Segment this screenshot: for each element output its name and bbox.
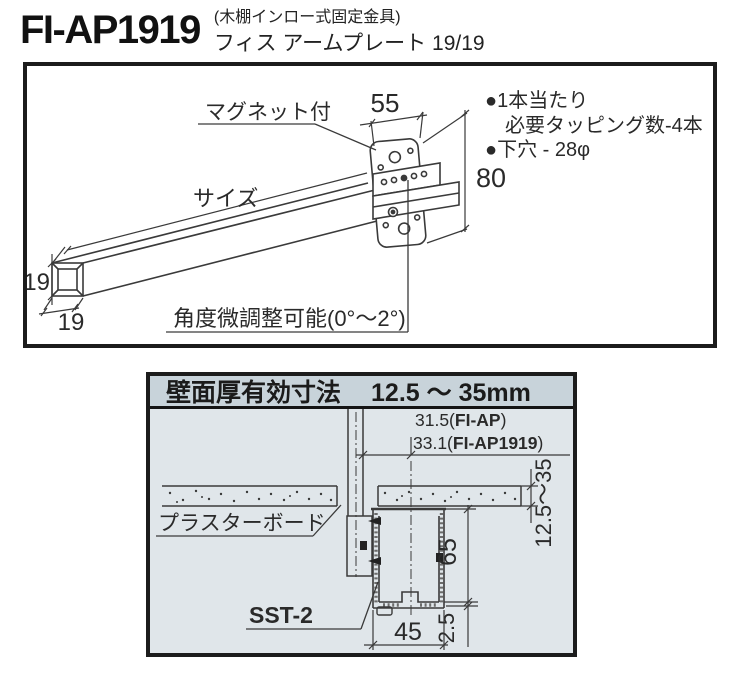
dim-b-value: 33.1( — [413, 433, 453, 453]
dim-offset-fiap1919: 33.1(FI-AP1919) — [413, 433, 543, 453]
dim-19v-label: 19 — [27, 269, 50, 296]
dim-19h-label: 19 — [58, 309, 85, 336]
arm-tube — [51, 182, 382, 297]
stipple-right — [383, 490, 517, 503]
dim-a-model: FI-AP — [455, 410, 501, 430]
wall-post — [346, 409, 373, 577]
dimension-tube-width — [38, 297, 84, 317]
bracket-screws — [360, 517, 443, 565]
sst2-leader — [246, 581, 379, 630]
panel-range: 12.5 〜 35mm — [371, 379, 531, 407]
note-tapping-1: ●1本当たり — [485, 89, 588, 112]
dim-a-close: ) — [501, 410, 507, 430]
title-subcolumn: (木棚インロー式固定金具) フィス アームプレート 19/19 — [214, 6, 485, 57]
dim-45-label: 45 — [394, 618, 422, 646]
dim-b-close: ) — [538, 433, 544, 453]
product-name: フィス アームプレート 19/19 — [213, 32, 485, 55]
plasterboard-leader — [156, 504, 342, 537]
dimension-plate-width — [359, 111, 428, 147]
dim-wall-range-label: 12.5〜35 — [531, 458, 556, 547]
panel-header: 壁面厚有効寸法 12.5 〜 35mm — [150, 376, 573, 409]
magnet-leader — [198, 123, 377, 151]
dim-2-5-label: 2.5 — [434, 613, 459, 644]
dimension-bracket-height — [444, 504, 478, 647]
wall-section-svg: 12.5〜35 31.5(FI-AP) 33.1(FI-AP1919) — [156, 409, 570, 650]
dim-offset-fiap: 31.5(FI-AP) — [415, 410, 506, 430]
dimension-tube-height — [47, 254, 57, 305]
magnet-label: マグネット付 — [205, 101, 331, 124]
dim-80-label: 80 — [476, 163, 506, 193]
plasterboard-left — [162, 485, 338, 507]
mounting-plate — [369, 138, 460, 248]
stipple-left — [168, 489, 333, 503]
angle-label: 角度微調整可能(0°〜2°) — [173, 306, 406, 331]
figure-wall-section: 壁面厚有効寸法 12.5 〜 35mm — [146, 372, 577, 657]
dimension-wall-thickness — [521, 469, 538, 523]
note-pilot-hole: ●下穴 - 28φ — [485, 138, 590, 161]
model-number: FI-AP1919 — [20, 8, 201, 52]
sst2-label: SST-2 — [249, 602, 313, 628]
plasterboard-label: プラスターボード — [158, 512, 326, 535]
dim-65-label: 65 — [434, 538, 462, 566]
dim-55-label: 55 — [371, 88, 400, 118]
angle-leader — [166, 180, 409, 333]
bottom-nut — [376, 606, 393, 616]
dim-b-model: FI-AP1919 — [453, 433, 538, 453]
title-bar: FI-AP1919 (木棚インロー式固定金具) フィス アームプレート 19/1… — [20, 6, 485, 57]
plasterboard-right — [377, 485, 522, 507]
sst2-bracket — [360, 507, 446, 616]
panel-title: 壁面厚有効寸法 — [166, 379, 342, 407]
figure-arm-isometric: 55 80 サイズ 19 19 マグネット付 角度微調整 — [23, 62, 717, 348]
dimension-arm-size — [53, 172, 368, 262]
arm-drawing-svg: 55 80 サイズ 19 19 マグネット付 角度微調整 — [23, 88, 703, 336]
dimension-bracket-width — [364, 610, 449, 650]
size-label: サイズ — [193, 186, 258, 211]
product-note: (木棚インロー式固定金具) — [213, 9, 401, 26]
center-screw — [400, 174, 408, 182]
dim-a-value: 31.5( — [415, 410, 455, 430]
note-tapping-2: 必要タッピング数-4本 — [505, 114, 703, 137]
dimension-plate-height — [422, 109, 470, 244]
dimension-offset — [356, 437, 570, 460]
